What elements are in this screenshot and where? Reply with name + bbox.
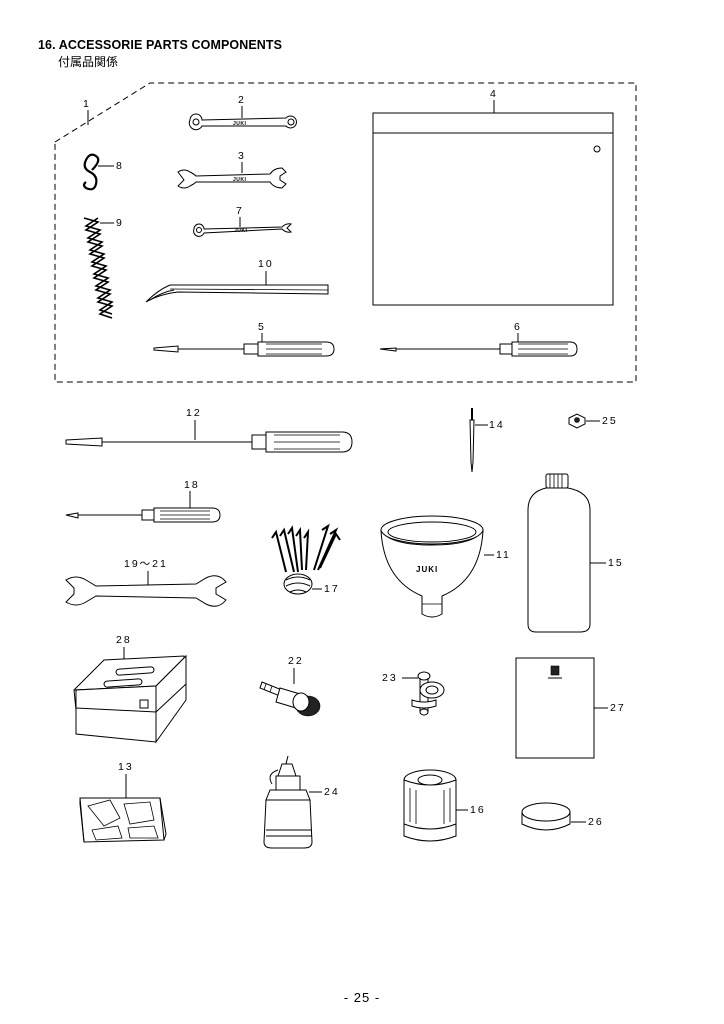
part-23-clamp: 23 — [382, 671, 445, 716]
part-3-brand: JUKI — [233, 177, 247, 183]
part-8-s-hook: 8 — [82, 153, 124, 191]
part-6-label: 6 — [514, 321, 522, 333]
part-3-label: 3 — [238, 150, 246, 162]
part-13-label: 13 — [118, 761, 134, 773]
part-7-wrench: 7 JUKI — [193, 205, 293, 237]
part-18-label: 18 — [184, 479, 200, 491]
part-1: 1 — [83, 98, 91, 125]
part-11-label: 11 — [496, 549, 511, 561]
part-9-chain: 9 — [83, 217, 124, 319]
part-27-manual: 27 — [515, 657, 626, 759]
part-27-label: 27 — [610, 702, 626, 714]
part-25-nut: 25 — [568, 413, 618, 429]
part-15-label: 15 — [608, 557, 624, 569]
part-2-brand: JUKI — [233, 121, 247, 127]
page-title: 16. ACCESSORIE PARTS COMPONENTS — [38, 38, 283, 52]
part-28-toolbox: 28 — [73, 634, 187, 744]
part-3-wrench: 3 JUKI — [177, 150, 287, 189]
part-28-label: 28 — [116, 634, 132, 646]
part-8-label: 8 — [116, 160, 124, 172]
part-19-21-wrench: 19～21 — [65, 558, 227, 607]
part-2-label: 2 — [238, 94, 246, 106]
part-22-fitting: 22 — [259, 655, 321, 717]
part-23-label: 23 — [382, 672, 398, 684]
part-19-21-label: 19～21 — [124, 558, 168, 570]
part-11-brand: JUKI — [416, 565, 438, 574]
page-number: - 25 - — [343, 990, 381, 1005]
part-17-hex-keys: 17 — [271, 523, 341, 595]
part-5-label: 5 — [258, 321, 266, 333]
part-26-label: 26 — [588, 816, 604, 828]
part-15-bottle: 15 — [527, 473, 624, 633]
part-18-screwdriver: 18 — [65, 479, 221, 523]
part-11-funnel: JUKI 11 — [380, 515, 511, 618]
part-13-pad: 13 — [79, 761, 167, 843]
part-22-label: 22 — [288, 655, 304, 667]
part-7-label: 7 — [236, 205, 244, 217]
part-14-label: 14 — [489, 419, 505, 431]
part-10-tweezers: 10 — [145, 258, 329, 303]
part-10-label: 10 — [258, 258, 274, 270]
part-4-bag: 4 — [372, 88, 614, 306]
part-4-label: 4 — [490, 88, 498, 100]
part-14-needle: 14 — [469, 408, 505, 473]
kit-boundary — [54, 82, 637, 383]
part-26-cap: 26 — [521, 802, 604, 831]
part-24-oiler: 24 — [263, 755, 340, 849]
part-2-wrench: 2 JUKI — [188, 94, 297, 131]
part-25-label: 25 — [602, 415, 618, 427]
part-17-label: 17 — [324, 583, 340, 595]
part-7-brand: JUKI — [234, 228, 248, 234]
part-9-label: 9 — [116, 217, 124, 229]
part-5-screwdriver: 5 — [153, 321, 335, 357]
part-16-label: 16 — [470, 804, 486, 816]
part-24-label: 24 — [324, 786, 340, 798]
part-6-screwdriver: 6 — [379, 321, 578, 357]
part-12-screwdriver: 12 — [65, 407, 353, 453]
page-subtitle: 付属品関係 — [58, 55, 119, 69]
part-12-label: 12 — [186, 407, 202, 419]
part-1-label: 1 — [83, 98, 91, 110]
part-16-filter: 16 — [403, 769, 486, 842]
